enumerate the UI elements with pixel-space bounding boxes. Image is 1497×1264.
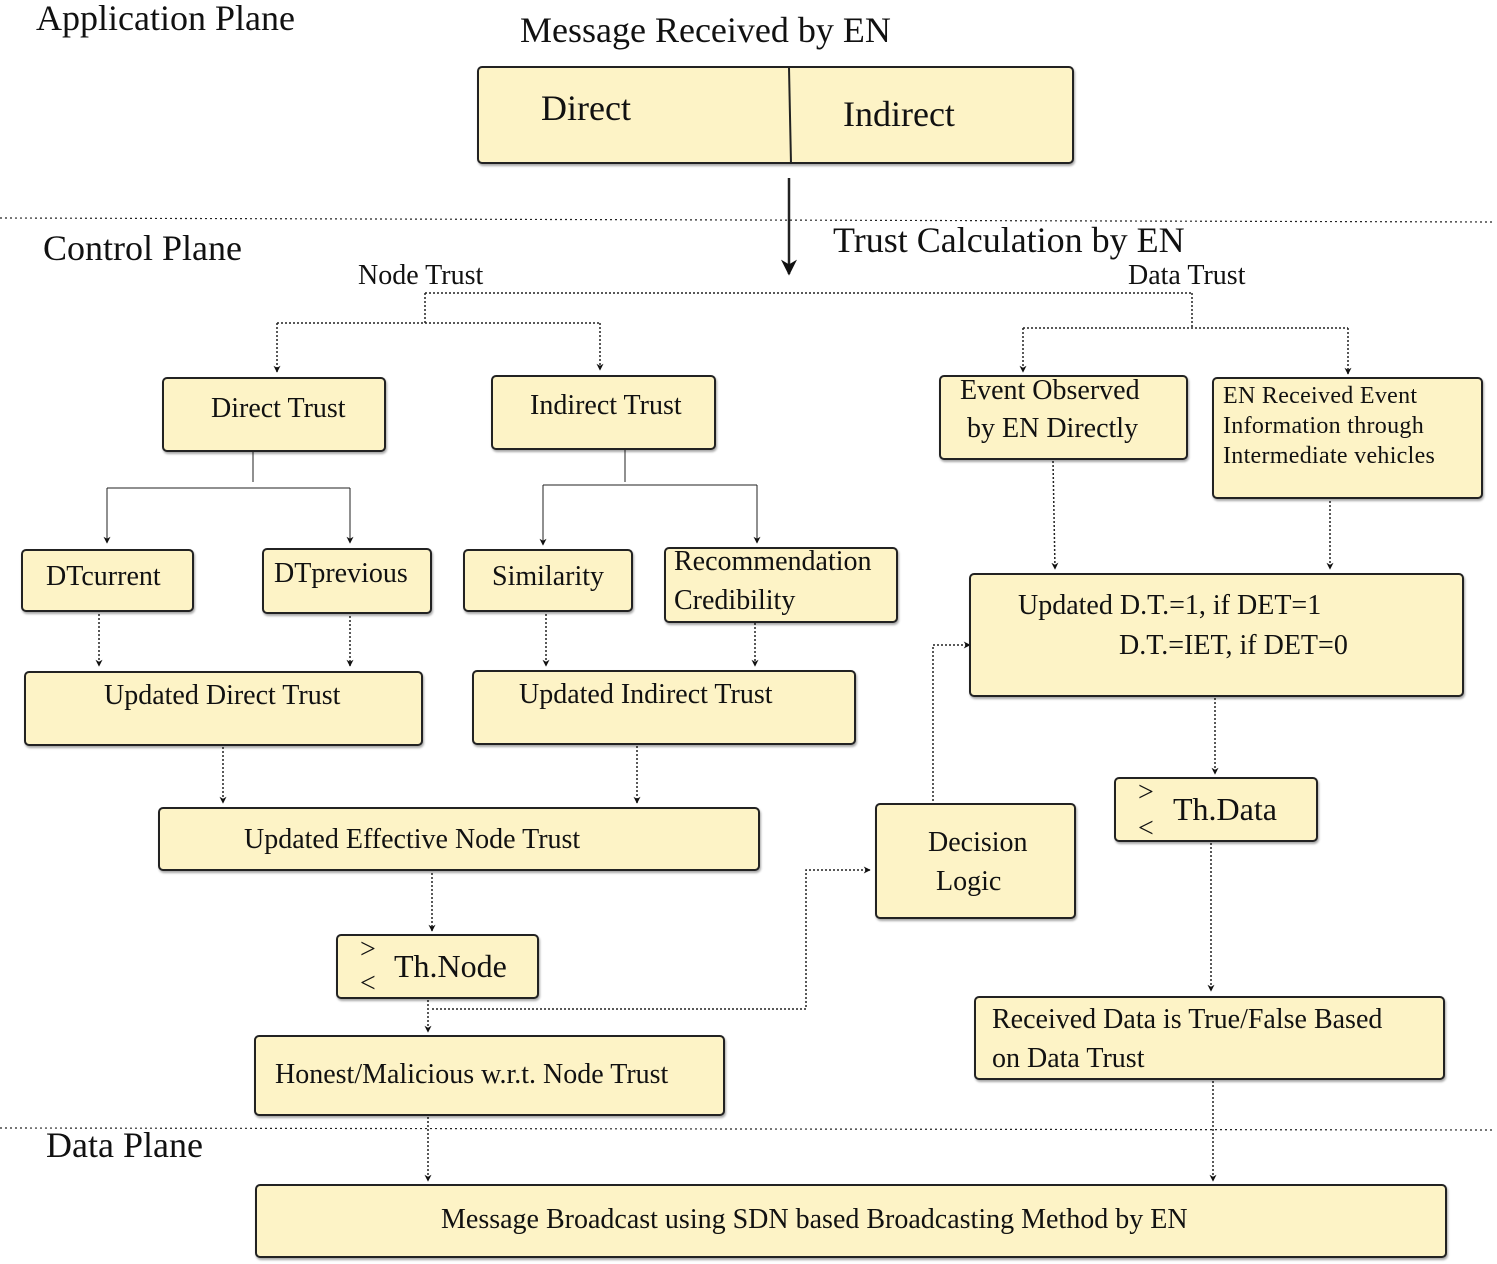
indirect-trust-box: Indirect Trust bbox=[491, 375, 716, 450]
th-node-label: Th.Node bbox=[394, 948, 507, 984]
decision-logic-line-2: Logic bbox=[936, 866, 1002, 897]
recommendation-line-2: Credibility bbox=[674, 585, 796, 616]
updated-direct-trust-label: Updated Direct Trust bbox=[104, 680, 341, 711]
updated-indirect-trust-box: Updated Indirect Trust bbox=[472, 670, 856, 745]
broadcast-box: Message Broadcast using SDN based Broadc… bbox=[255, 1184, 1447, 1258]
dtcurrent-box: DTcurrent bbox=[21, 549, 194, 612]
message-type-box: Direct Indirect bbox=[477, 66, 1074, 165]
message-type-divider bbox=[788, 68, 792, 165]
th-data-box: > < Th.Data bbox=[1114, 777, 1318, 844]
decision-logic-box: Decision Logic bbox=[875, 803, 1076, 919]
event-observed-box: Event Observed by EN Directly bbox=[939, 375, 1188, 460]
received-data-line-2: on Data Trust bbox=[992, 1043, 1145, 1074]
dtprevious-box: DTprevious bbox=[262, 548, 432, 614]
recommendation-credibility-box: Recommendation Credibility bbox=[664, 546, 898, 623]
decision-logic-line-1: Decision bbox=[928, 827, 1028, 858]
node-trust-label: Node Trust bbox=[358, 260, 484, 291]
event-observed-line-1: Event Observed bbox=[960, 375, 1140, 406]
updated-effective-node-trust-box: Updated Effective Node Trust bbox=[158, 807, 760, 871]
trust-calculation-heading: Trust Calculation by EN bbox=[833, 220, 1185, 260]
less-than-symbol: < bbox=[360, 968, 376, 999]
indirect-message-label: Indirect bbox=[843, 94, 955, 134]
updated-indirect-trust-label: Updated Indirect Trust bbox=[519, 679, 773, 710]
event-observed-line-2: by EN Directly bbox=[967, 413, 1139, 444]
data-trust-label: Data Trust bbox=[1128, 260, 1246, 291]
updated-dt-line-1: Updated D.T.=1, if DET=1 bbox=[1018, 590, 1322, 621]
dtcurrent-label: DTcurrent bbox=[46, 561, 161, 592]
greater-than-symbol: > bbox=[360, 934, 376, 965]
plane-separator-top bbox=[0, 217, 1493, 223]
th-data-label: Th.Data bbox=[1173, 791, 1277, 827]
less-than-symbol: < bbox=[1138, 813, 1154, 844]
direct-trust-box: Direct Trust bbox=[162, 377, 386, 452]
edge-event-to-updated-dt bbox=[1051, 460, 1059, 570]
honest-malicious-box: Honest/Malicious w.r.t. Node Trust bbox=[254, 1035, 725, 1116]
en-received-event-box: EN Received Event Information through In… bbox=[1212, 377, 1483, 499]
honest-malicious-label: Honest/Malicious w.r.t. Node Trust bbox=[275, 1059, 669, 1090]
greater-than-symbol: > bbox=[1138, 777, 1154, 808]
th-node-box: > < Th.Node bbox=[336, 934, 539, 999]
edge-thnode-to-decision bbox=[432, 866, 871, 1010]
edge-direct-trust-split bbox=[107, 452, 350, 489]
indirect-trust-label: Indirect Trust bbox=[530, 390, 682, 421]
received-data-line-1: Received Data is True/False Based bbox=[992, 1004, 1383, 1035]
edge-indirect-trust-split bbox=[543, 450, 757, 486]
received-data-box: Received Data is True/False Based on Dat… bbox=[974, 996, 1445, 1080]
broadcast-label: Message Broadcast using SDN based Broadc… bbox=[441, 1204, 1188, 1235]
direct-message-label: Direct bbox=[541, 88, 631, 128]
en-received-line-1: EN Received Event bbox=[1223, 383, 1418, 409]
edge-data-trust-split bbox=[1023, 293, 1348, 329]
plane-separator-bottom bbox=[0, 1127, 1493, 1131]
en-received-line-2: Information through bbox=[1223, 413, 1424, 439]
control-plane-label: Control Plane bbox=[43, 228, 242, 268]
updated-dt-line-2: D.T.=IET, if DET=0 bbox=[1119, 630, 1348, 661]
recommendation-line-1: Recommendation bbox=[674, 546, 872, 577]
message-received-heading: Message Received by EN bbox=[520, 10, 891, 50]
updated-direct-trust-box: Updated Direct Trust bbox=[24, 671, 423, 746]
updated-effective-node-trust-label: Updated Effective Node Trust bbox=[244, 824, 581, 855]
dtprevious-label: DTprevious bbox=[274, 558, 408, 589]
application-plane-label: Application Plane bbox=[36, 0, 295, 38]
data-plane-label: Data Plane bbox=[46, 1125, 203, 1165]
direct-trust-label: Direct Trust bbox=[211, 393, 346, 424]
updated-data-trust-box: Updated D.T.=1, if DET=1 D.T.=IET, if DE… bbox=[969, 573, 1464, 697]
similarity-label: Similarity bbox=[492, 561, 604, 592]
similarity-box: Similarity bbox=[463, 549, 633, 612]
edge-node-trust-split bbox=[277, 293, 600, 324]
en-received-line-3: Intermediate vehicles bbox=[1223, 443, 1436, 469]
edge-decision-to-updated-dt bbox=[932, 641, 971, 801]
